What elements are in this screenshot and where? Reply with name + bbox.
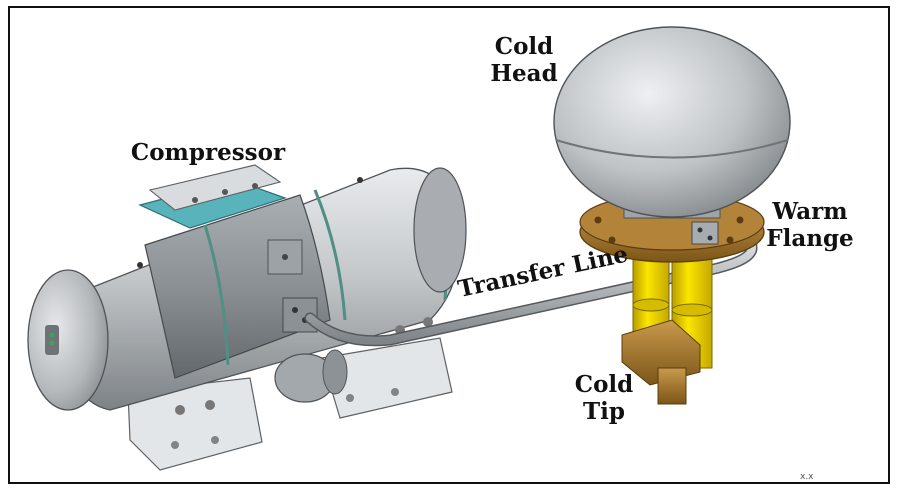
compressor-end-cap <box>27 269 109 411</box>
compressor-base-right <box>321 337 453 419</box>
label-cold-tip-line2: Tip <box>583 398 625 425</box>
label-warm-flange: Warm Flange <box>762 198 858 252</box>
label-cold-head-line2: Head <box>490 60 558 87</box>
compressor-assembly <box>27 164 467 471</box>
label-cold-tip: Cold Tip <box>564 371 644 425</box>
cold-head-dome <box>553 26 791 218</box>
cold-head-assembly <box>553 26 791 405</box>
label-warm-flange-line2: Flange <box>766 225 854 252</box>
label-cold-head-line1: Cold <box>494 33 554 60</box>
label-cold-head: Cold Head <box>484 33 564 87</box>
corner-mark: x.x <box>800 472 814 482</box>
compressor-base-left <box>127 377 263 471</box>
label-cold-tip-line1: Cold <box>574 371 634 398</box>
label-warm-flange-line1: Warm <box>772 198 848 225</box>
label-compressor: Compressor <box>130 139 286 166</box>
